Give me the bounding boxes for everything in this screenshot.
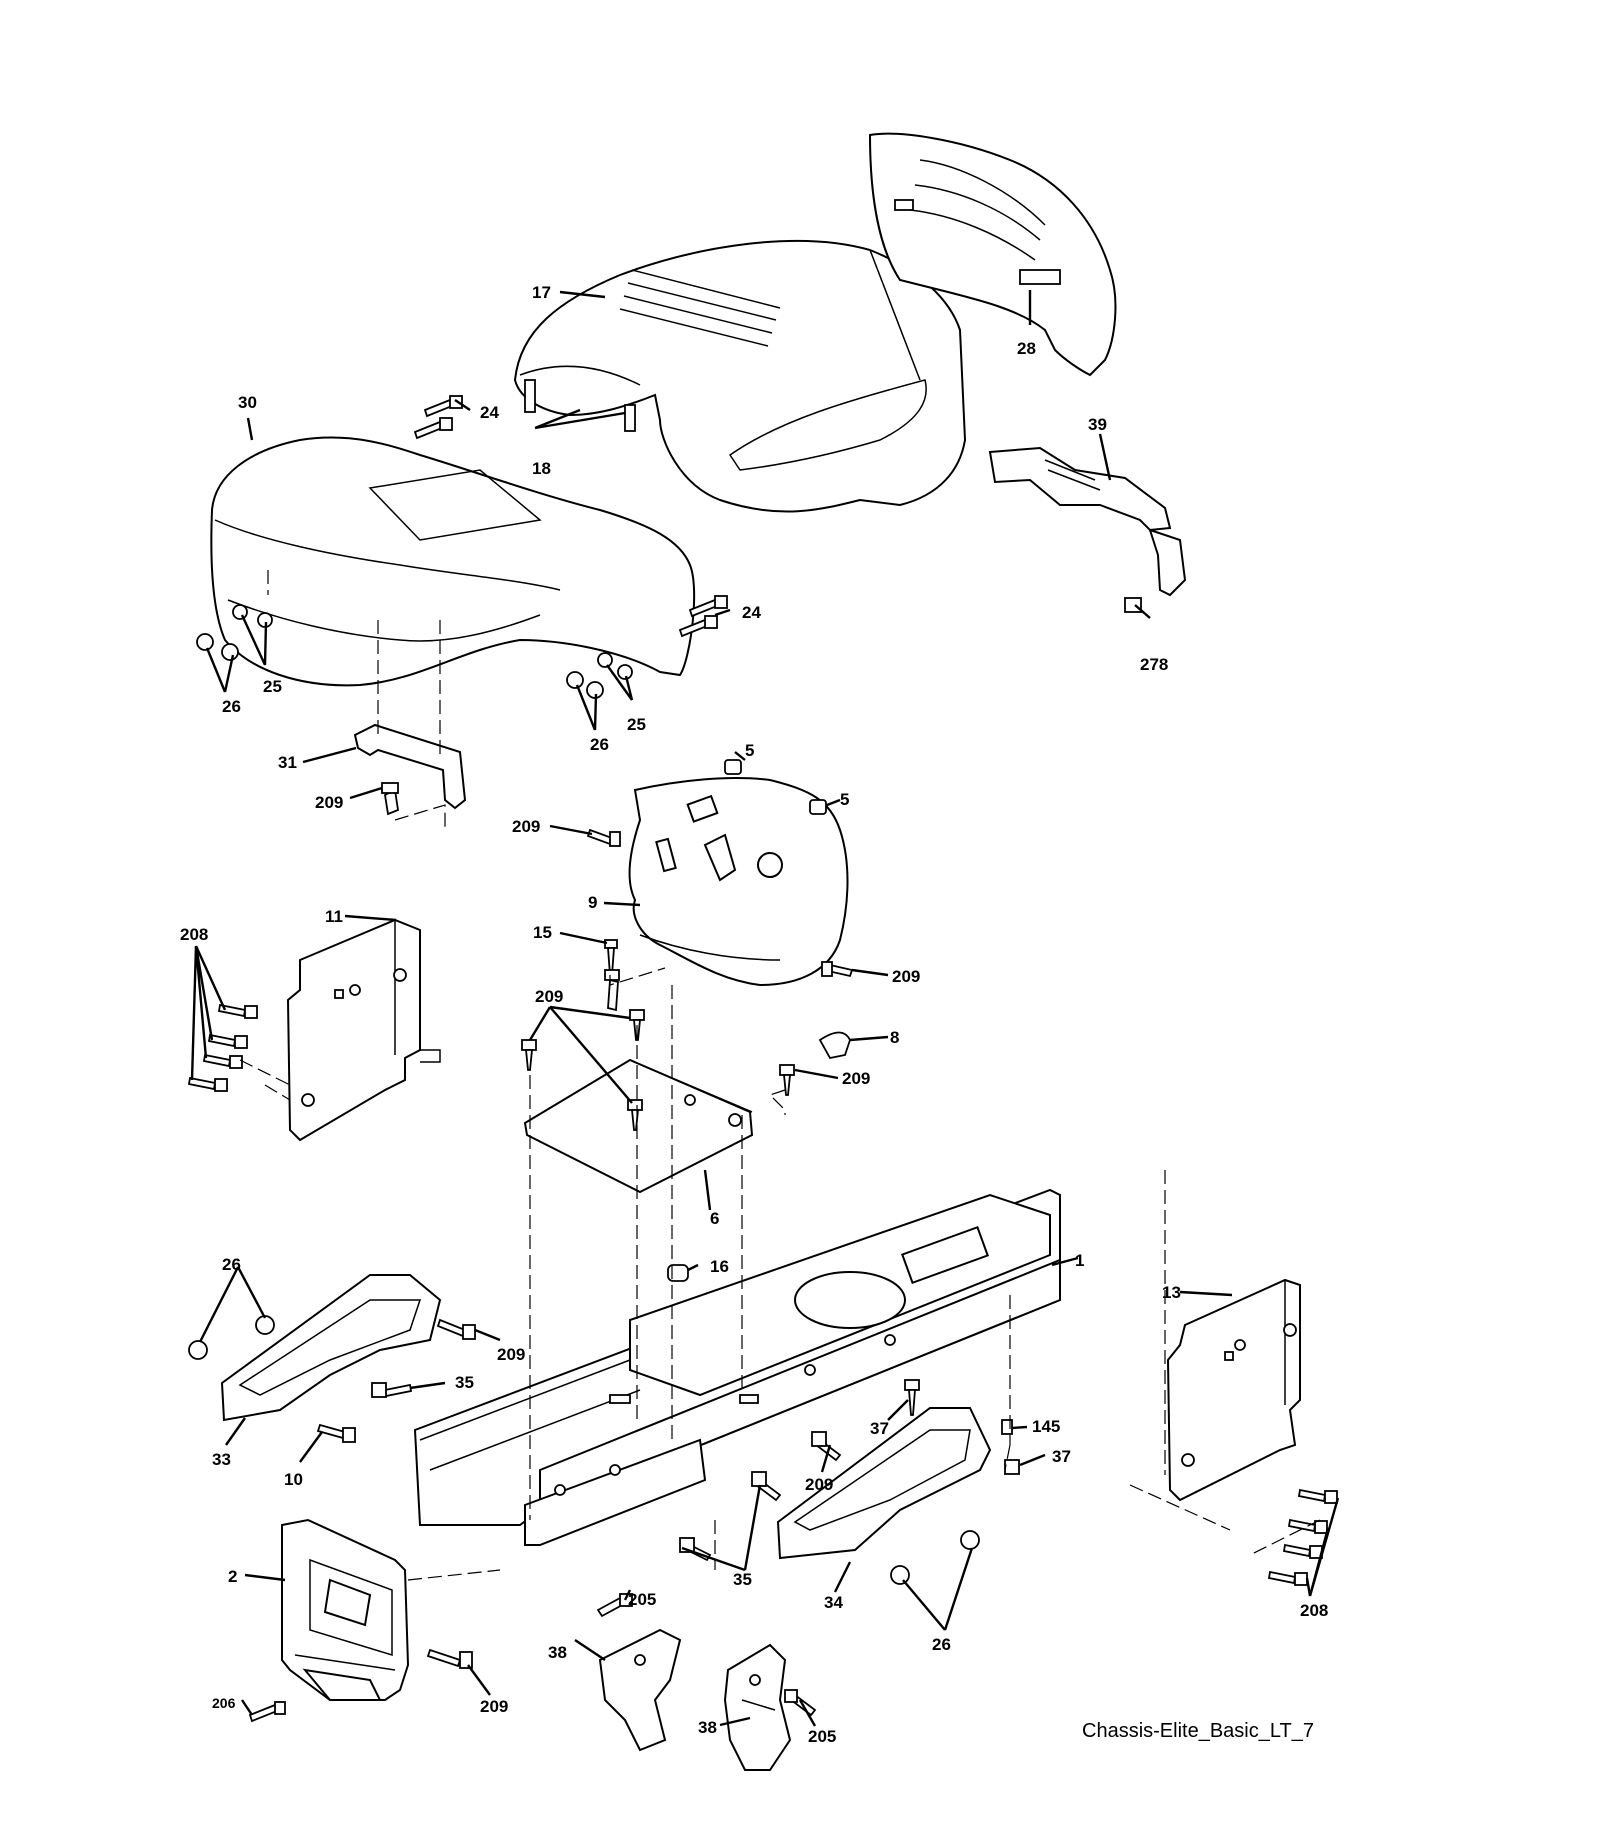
callout-labels: 17 18 28 30 24 39 278 24 26 25 26 25 31 … <box>180 283 1328 1746</box>
cable-guide-part-38b <box>723 1643 792 1771</box>
callout-205-low: 205 <box>808 1727 836 1746</box>
cable-guide-part-38a <box>598 1628 682 1752</box>
callout-17: 17 <box>532 283 551 302</box>
callout-31: 31 <box>278 753 297 772</box>
side-panel-part-11 <box>286 918 441 1142</box>
callout-209-e: 209 <box>842 1069 870 1088</box>
callout-18: 18 <box>532 459 551 478</box>
callout-209-f: 209 <box>497 1345 525 1364</box>
dash-panel-part-30 <box>210 436 696 687</box>
callout-5-top: 5 <box>745 741 754 760</box>
callout-10: 10 <box>284 1470 303 1489</box>
plate-part-6 <box>523 1058 754 1194</box>
callout-11: 11 <box>325 907 343 926</box>
callout-209-d: 209 <box>535 987 563 1006</box>
callout-24-mid: 24 <box>742 603 761 622</box>
callout-2: 2 <box>228 1567 237 1586</box>
callout-8: 8 <box>890 1028 899 1047</box>
callout-26-low-right: 26 <box>932 1635 951 1654</box>
callout-38-left: 38 <box>548 1643 567 1662</box>
callout-30: 30 <box>238 393 257 412</box>
hood-part-17 <box>513 239 967 513</box>
callout-208-left: 208 <box>180 925 208 944</box>
callout-208-right: 208 <box>1300 1601 1328 1620</box>
callout-209-g: 209 <box>805 1475 833 1494</box>
callout-33: 33 <box>212 1450 231 1469</box>
side-panel-part-13 <box>1166 1278 1301 1502</box>
callout-9: 9 <box>588 893 597 912</box>
bracket-part-31 <box>353 723 467 810</box>
callout-15: 15 <box>533 923 552 942</box>
callout-24-top: 24 <box>480 403 499 422</box>
callout-39: 39 <box>1088 415 1107 434</box>
callout-209-h: 209 <box>480 1697 508 1716</box>
main-frame-part-1 <box>413 1188 1061 1546</box>
callout-35-low: 35 <box>733 1570 752 1589</box>
callout-26-low-left: 26 <box>222 1255 241 1274</box>
callout-209-c: 209 <box>892 967 920 986</box>
callout-37-top: 37 <box>870 1419 889 1438</box>
bracket-part-39 <box>988 446 1187 597</box>
callout-37-right: 37 <box>1052 1447 1071 1466</box>
callout-206: 206 <box>212 1695 236 1711</box>
callout-25-left: 25 <box>263 677 282 696</box>
callout-35-left: 35 <box>455 1373 474 1392</box>
alignment-lines <box>239 570 1321 1581</box>
footrest-part-34 <box>776 1407 992 1560</box>
callout-16: 16 <box>710 1257 729 1276</box>
callout-26-left: 26 <box>222 697 241 716</box>
callout-26-mid: 26 <box>590 735 609 754</box>
callout-209-a: 209 <box>315 793 343 812</box>
callout-28: 28 <box>1017 339 1036 358</box>
callout-1: 1 <box>1075 1251 1084 1270</box>
grille-part-28 <box>868 132 1117 377</box>
hardware <box>187 395 1338 1723</box>
diagram-caption: Chassis-Elite_Basic_LT_7 <box>1082 1720 1314 1742</box>
callout-5-right: 5 <box>840 790 849 809</box>
callout-6: 6 <box>710 1209 719 1228</box>
callout-34: 34 <box>824 1593 843 1612</box>
callout-25-mid: 25 <box>627 715 646 734</box>
callout-38-low: 38 <box>698 1718 717 1737</box>
callout-13: 13 <box>1162 1283 1181 1302</box>
callout-209-b: 209 <box>512 817 540 836</box>
callout-145: 145 <box>1032 1417 1060 1436</box>
callout-205-top: 205 <box>628 1590 656 1609</box>
callout-278: 278 <box>1140 655 1168 674</box>
footrest-part-33 <box>220 1274 442 1422</box>
front-bracket-part-2 <box>281 1518 410 1701</box>
leader-lines <box>190 290 1340 1727</box>
